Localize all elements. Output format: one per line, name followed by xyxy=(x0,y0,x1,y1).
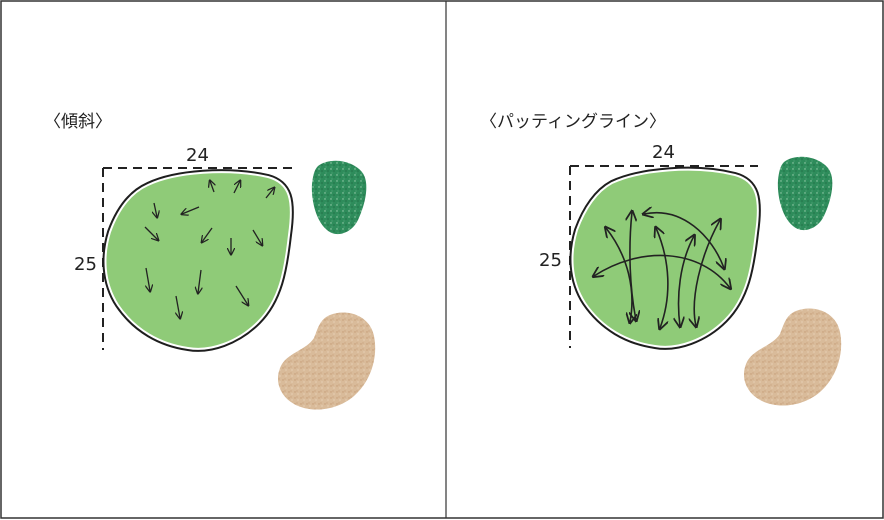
putting-green xyxy=(104,171,292,350)
small-arrow-icon xyxy=(198,269,201,293)
width-label: 24 xyxy=(652,142,675,163)
curved-arrow-icon xyxy=(630,212,636,320)
bunker xyxy=(278,312,376,410)
small-arrow-icon xyxy=(176,295,180,318)
height-label: 25 xyxy=(539,250,562,271)
slope-arrows xyxy=(144,181,274,318)
tree xyxy=(777,156,833,231)
tree xyxy=(311,160,367,235)
small-arrow-icon xyxy=(252,229,262,245)
small-arrow-icon xyxy=(146,267,150,291)
small-arrow-icon xyxy=(235,285,248,305)
small-arrow-icon xyxy=(233,181,240,194)
small-arrow-icon xyxy=(210,181,214,193)
small-arrow-icon xyxy=(265,188,274,199)
small-arrow-icon xyxy=(182,206,200,214)
slope-panel-title: 〈傾斜〉 xyxy=(44,112,112,132)
small-arrow-icon xyxy=(202,227,213,242)
putting-lines xyxy=(594,212,730,328)
width-label: 24 xyxy=(186,145,209,166)
putting-line-panel: 〈パッティングライン〉 24 25 xyxy=(480,112,842,406)
slope-panel: 〈傾斜〉 24 25 xyxy=(44,112,376,410)
small-arrow-icon xyxy=(154,202,157,217)
putting-line-panel-title: 〈パッティングライン〉 xyxy=(480,112,666,132)
bunker xyxy=(744,308,842,406)
height-label: 25 xyxy=(74,254,97,275)
curved-arrow-icon xyxy=(694,220,720,326)
small-arrow-icon xyxy=(144,226,158,240)
